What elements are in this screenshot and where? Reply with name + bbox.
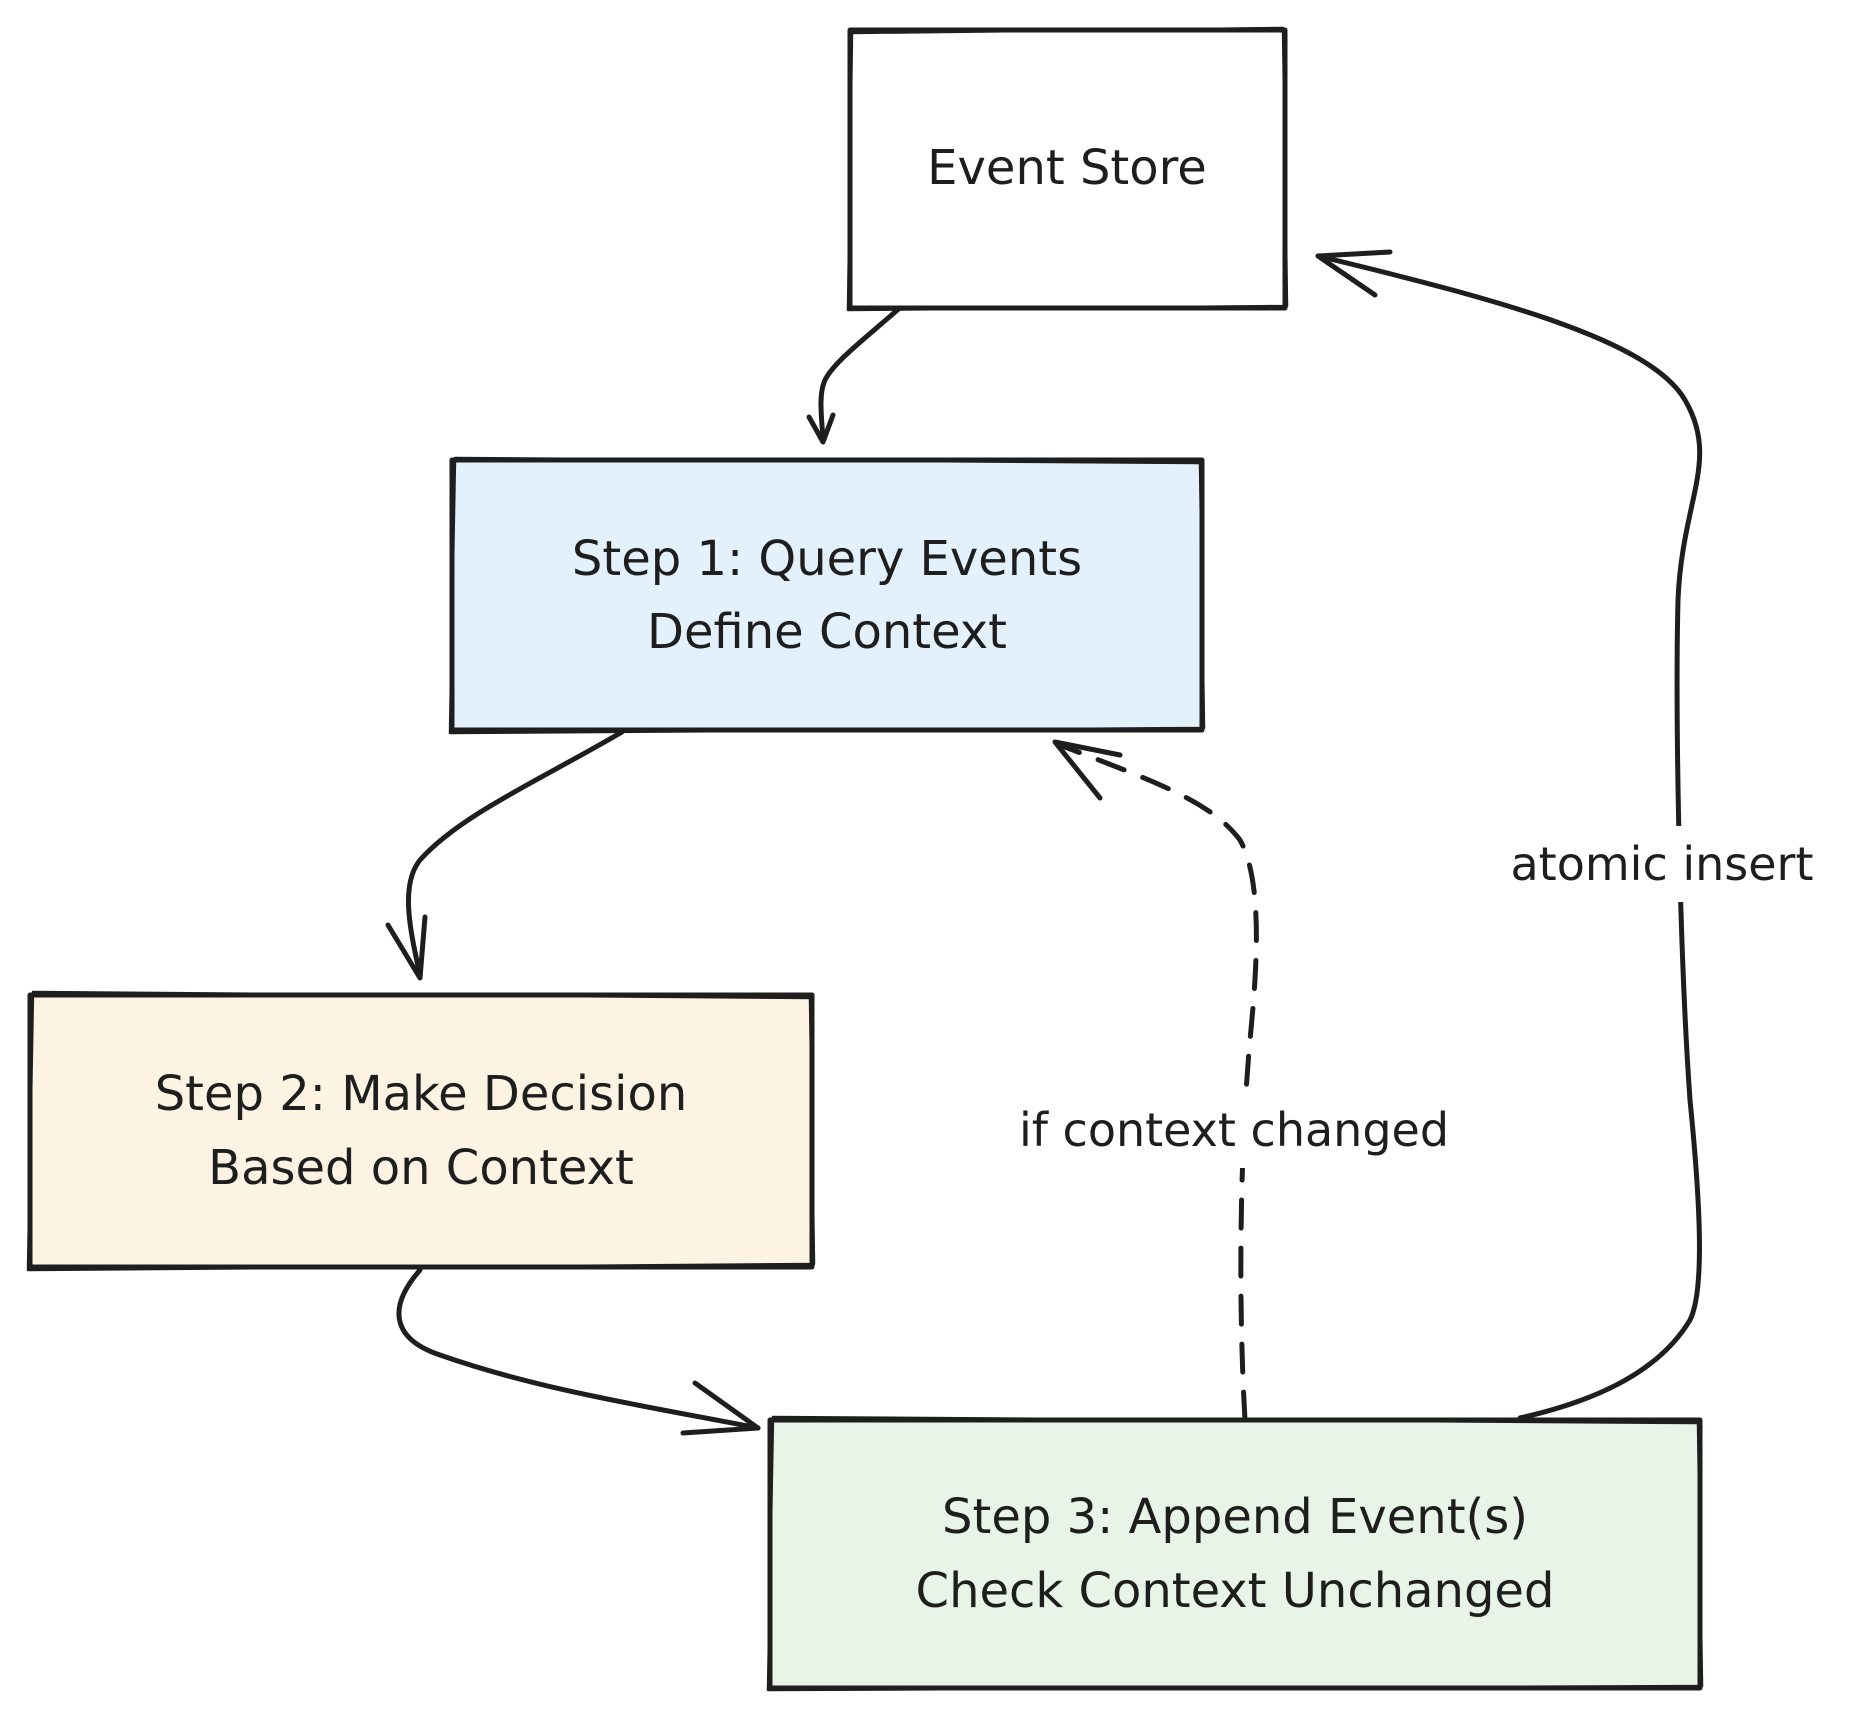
edge-label-text: if context changed: [1019, 1103, 1449, 1157]
node-step3: Step 3: Append Event(s) Check Context Un…: [766, 1415, 1704, 1692]
edge-label-if-context-changed: if context changed: [948, 1092, 1520, 1168]
node-event-store: Event Store: [846, 26, 1289, 312]
edge-label-text: atomic insert: [1510, 837, 1813, 891]
node-label: Event Store: [927, 140, 1207, 196]
node-label-line2: Check Context Unchanged: [916, 1563, 1555, 1619]
node-label-line1: Step 3: Append Event(s): [942, 1489, 1528, 1545]
node-label-line2: Define Context: [647, 604, 1007, 660]
node-label-line1: Step 1: Query Events: [572, 531, 1082, 587]
node-label-line1: Step 2: Make Decision: [155, 1066, 688, 1122]
edge-step3-to-step1: [1052, 739, 1259, 1423]
edge-step3-to-store: [1315, 249, 1703, 1421]
edge-step2-to-step3: [396, 1267, 761, 1436]
node-label-line2: Based on Context: [208, 1140, 634, 1196]
edge-step1-to-step2: [385, 729, 625, 981]
node-step1: Step 1: Query Events Define Context: [448, 456, 1206, 735]
node-step2: Step 2: Make Decision Based on Context: [26, 990, 816, 1272]
edge-store-to-step1: [806, 294, 915, 445]
edge-label-atomic-insert: atomic insert: [1468, 826, 1858, 902]
